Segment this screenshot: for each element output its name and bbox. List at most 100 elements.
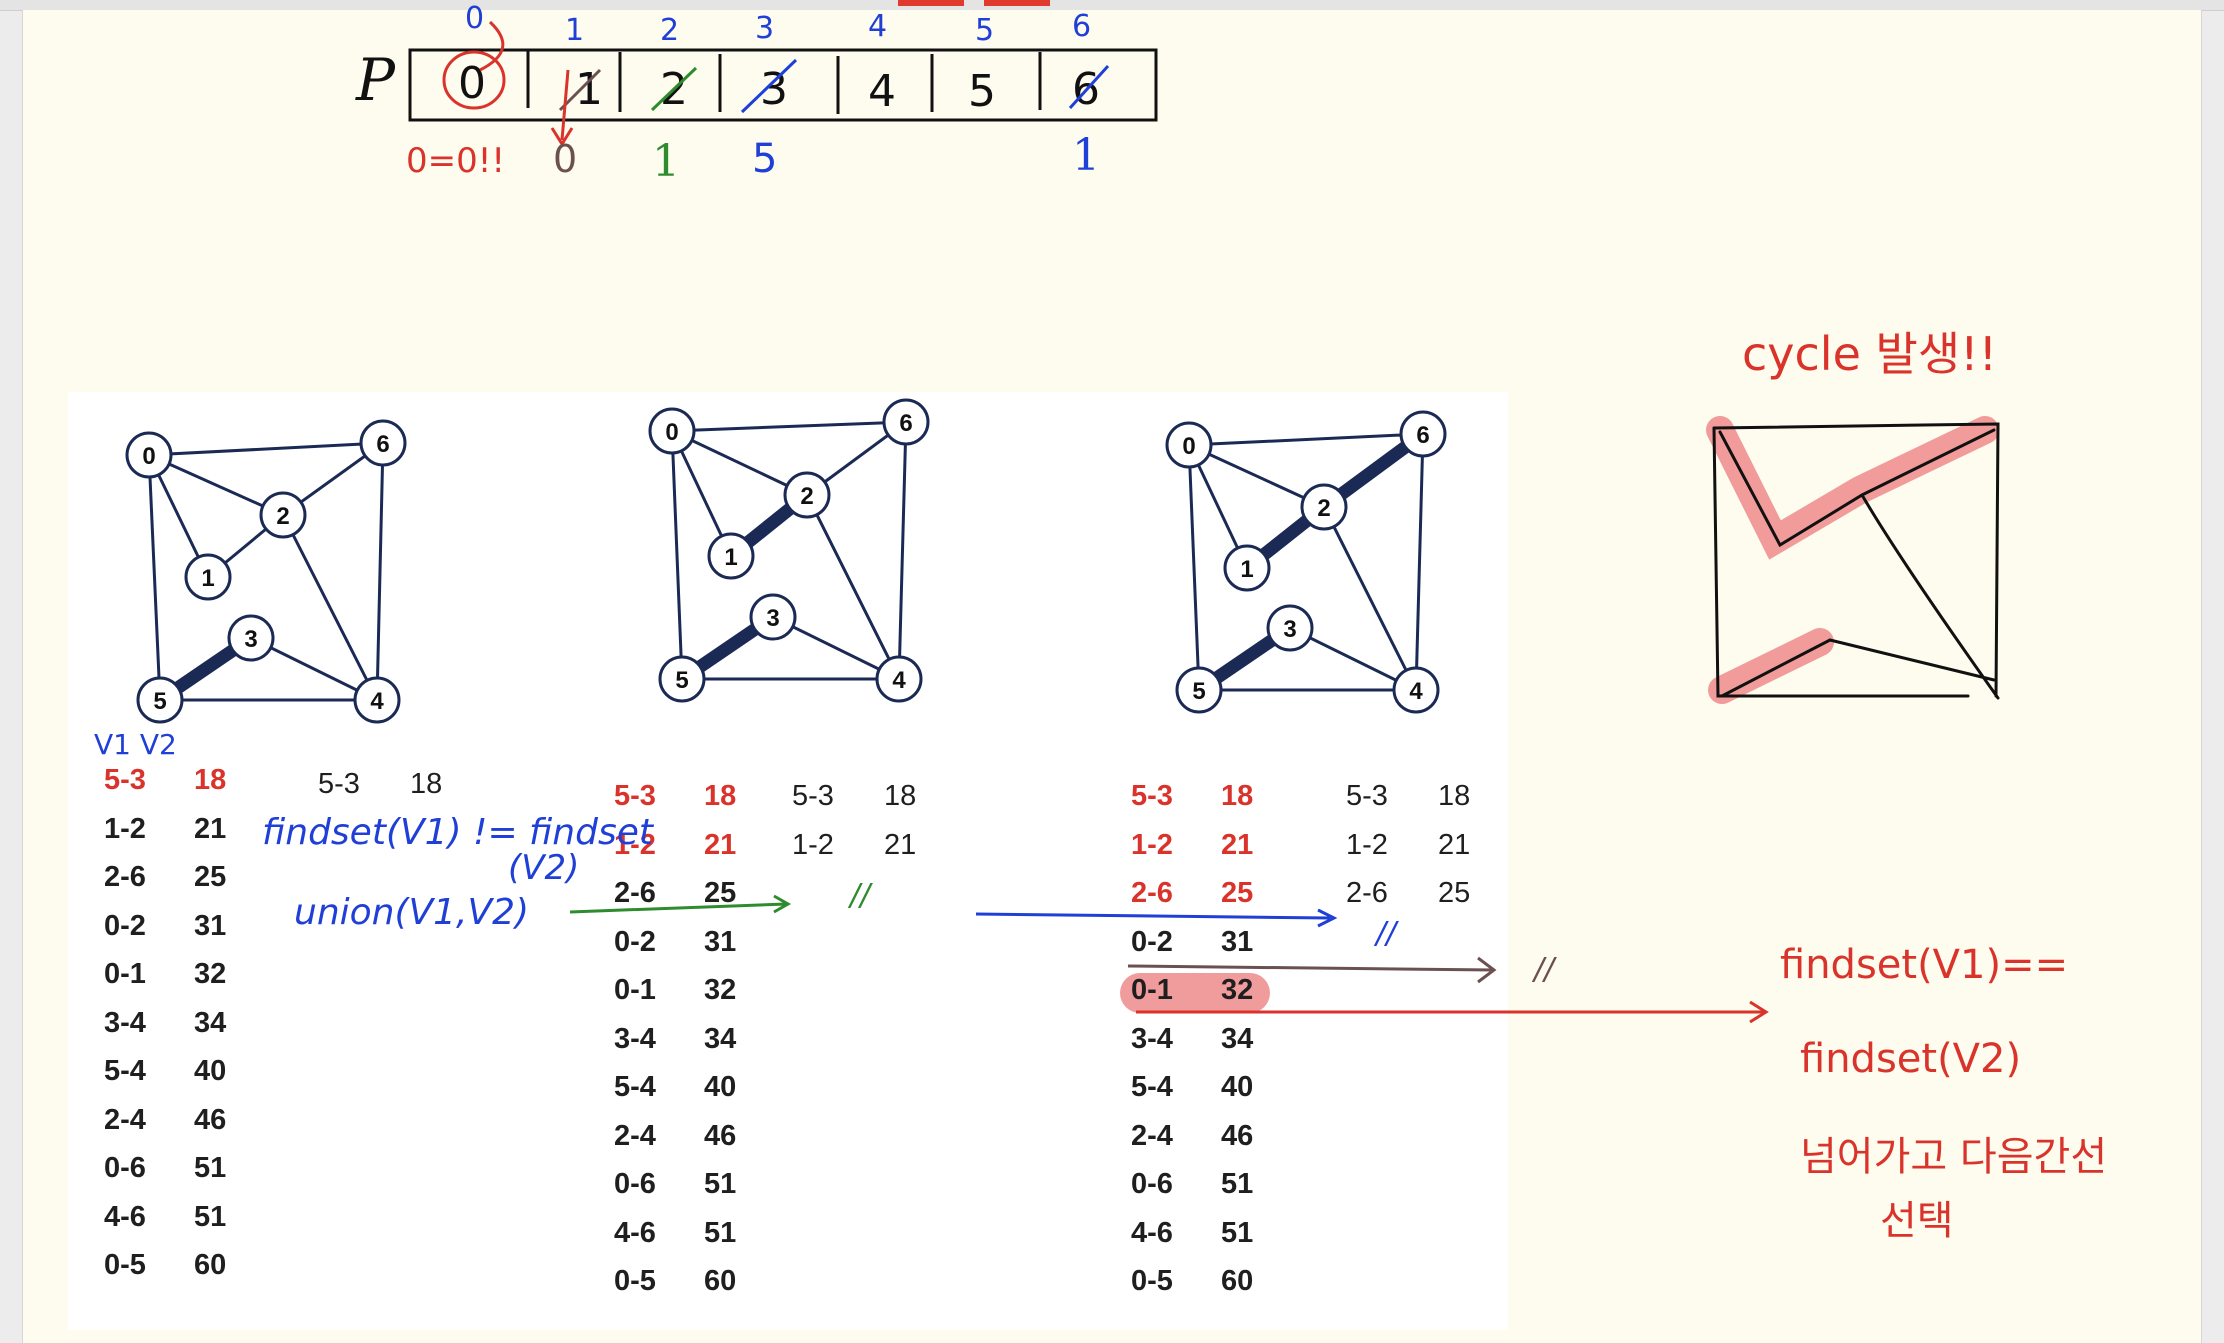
- svg-text:0: 0: [1182, 433, 1195, 460]
- edge-weight: 51: [1221, 1168, 1254, 1200]
- edge-pair: 3-4: [614, 1022, 656, 1055]
- edge-pair: 3-4: [104, 1006, 146, 1039]
- edge-pair: 0-2: [614, 925, 656, 958]
- edge-weight: 51: [1221, 1216, 1254, 1249]
- node-3: 3: [749, 593, 797, 641]
- edge-weight: 34: [1221, 1022, 1254, 1055]
- edge-weight: 21: [704, 828, 737, 861]
- edge-weight: 18: [410, 768, 443, 800]
- index-4: 4: [868, 9, 887, 44]
- edge-0-2: [148, 453, 284, 517]
- edge-weight: 18: [1438, 780, 1471, 812]
- edge-pair: 3-4: [1131, 1022, 1173, 1055]
- edge-weight: 25: [704, 877, 737, 909]
- rule-note-4: 선택: [1880, 1198, 1954, 1244]
- node-3: 3: [1266, 604, 1314, 652]
- edge-weight: 21: [1438, 828, 1471, 861]
- node-4: 4: [1392, 666, 1440, 714]
- edge-weight: 31: [1221, 925, 1254, 958]
- edge-pair: 5-3: [792, 780, 834, 812]
- edge-pair: 5-3: [318, 768, 360, 800]
- node-5: 5: [658, 655, 706, 703]
- node-1: 1: [707, 532, 755, 580]
- edge-weight: 18: [1221, 780, 1254, 812]
- edge-pair: 2-4: [1131, 1119, 1173, 1152]
- top-red-tab-2[interactable]: [984, 0, 1050, 6]
- update-2: 1: [652, 136, 680, 187]
- edge-pair: 1-2: [104, 812, 146, 845]
- rule-note-2: findset(V2): [1800, 1036, 2022, 1082]
- update-0: 0=0!!: [406, 141, 505, 181]
- edge-0-5: [670, 430, 684, 680]
- cell-5: 5: [968, 66, 996, 117]
- parent-cells: 0 1 2 3 4 5 6: [458, 58, 1100, 117]
- edge-weight: 60: [194, 1249, 227, 1281]
- edge-4-6: [375, 442, 385, 701]
- svg-text:3: 3: [244, 626, 257, 653]
- edge-weight: 46: [1221, 1119, 1254, 1152]
- index-6: 6: [1072, 9, 1091, 44]
- edge-pair: 2-6: [104, 861, 146, 893]
- edge-pair: 5-3: [1346, 780, 1388, 812]
- index-0: 0: [465, 1, 484, 36]
- svg-text:0: 0: [665, 419, 678, 446]
- edge-weight: 34: [194, 1006, 227, 1039]
- node-6: 6: [359, 419, 407, 467]
- cycle-note: cycle 발생!!: [1742, 327, 1998, 381]
- edge-weight: 18: [194, 764, 227, 796]
- edge-weight: 40: [194, 1055, 227, 1087]
- edge-weight: 60: [1221, 1265, 1254, 1297]
- edge-pair: 0-5: [1131, 1265, 1173, 1297]
- update-1: 0: [553, 137, 577, 181]
- node-0: 0: [125, 431, 173, 479]
- edge-pair: 5-4: [614, 1071, 656, 1103]
- top-red-tab-1[interactable]: [898, 0, 964, 6]
- edge-pair: 0-6: [614, 1168, 656, 1200]
- node-5: 5: [136, 676, 184, 724]
- svg-text:6: 6: [899, 410, 912, 437]
- arrow-blue: [975, 908, 1338, 928]
- edge-2-4: [281, 514, 379, 701]
- svg-text:0: 0: [142, 443, 155, 470]
- edge-pair: 0-2: [104, 909, 146, 942]
- strike-cell-6: [1068, 64, 1110, 110]
- arrow-red: [1136, 1000, 1769, 1024]
- ditto-brown: //: [1534, 952, 1555, 987]
- svg-text:6: 6: [376, 431, 389, 458]
- svg-text:5: 5: [153, 688, 166, 715]
- edge-0-2: [671, 429, 808, 497]
- svg-text:4: 4: [892, 667, 906, 694]
- edge-weight: 32: [194, 958, 227, 990]
- edge-weight: 40: [704, 1071, 737, 1103]
- svg-text:4: 4: [370, 688, 384, 715]
- svg-text:1: 1: [724, 544, 737, 571]
- arrow-green: [569, 894, 792, 914]
- svg-text:5: 5: [1192, 678, 1205, 705]
- edge-pair: 4-6: [104, 1200, 146, 1233]
- edge-pair: 0-6: [104, 1152, 146, 1184]
- rule-note-1: findset(V1)==: [1780, 942, 2069, 988]
- index-2: 2: [660, 13, 679, 48]
- index-3: 3: [755, 11, 774, 46]
- edge-pair: 0-5: [104, 1249, 146, 1281]
- edge-weight: 46: [194, 1103, 227, 1136]
- edge-weight: 18: [704, 780, 737, 812]
- edge-2-4: [1322, 506, 1418, 691]
- edge-pair: 4-6: [614, 1216, 656, 1249]
- node-3: 3: [227, 614, 275, 662]
- edge-pair: 0-5: [614, 1265, 656, 1297]
- index-5: 5: [975, 13, 994, 48]
- edge-pair: 2-6: [1131, 877, 1173, 909]
- edge-weight: 25: [194, 861, 227, 893]
- edge-pair: 0-1: [614, 974, 656, 1006]
- node-0: 0: [648, 407, 696, 455]
- node-5: 5: [1175, 666, 1223, 714]
- edge-0-6: [1188, 432, 1424, 447]
- svg-text:2: 2: [1317, 495, 1330, 522]
- node-6: 6: [1399, 410, 1447, 458]
- circle-cell-0: [442, 50, 506, 110]
- node-2: 2: [1300, 483, 1348, 531]
- graph-1: 0 6 2 1 3 5 4: [125, 419, 407, 724]
- edge-weight: 51: [704, 1168, 737, 1200]
- edge-4-6: [1414, 433, 1425, 691]
